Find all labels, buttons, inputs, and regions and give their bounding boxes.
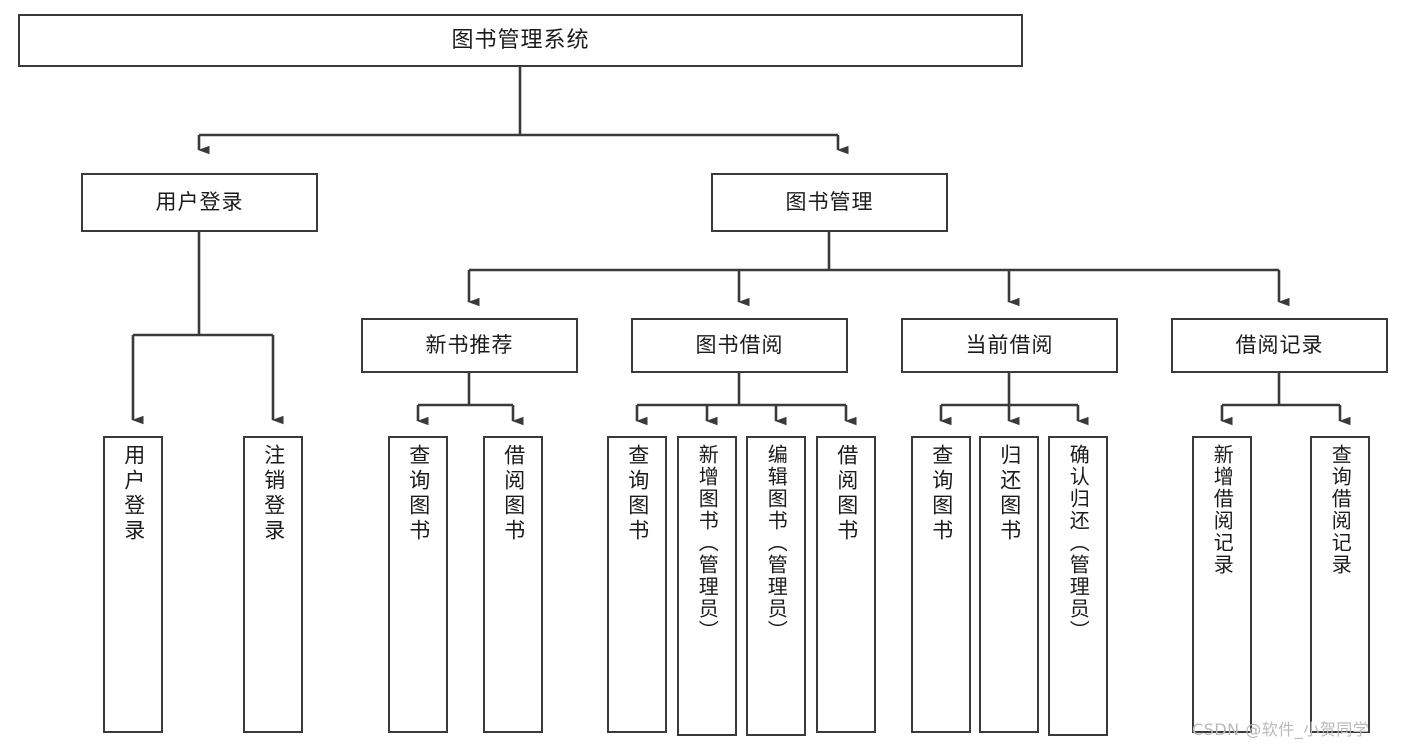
node-label: 查询图书 <box>625 444 650 544</box>
node-label: 借阅图书 <box>834 444 859 544</box>
node-label: 当前借阅 <box>965 332 1054 357</box>
node-book-borrow[interactable]: 图书借阅 <box>631 318 848 373</box>
node-label: 查询图书 <box>929 444 954 544</box>
node-label: 用户登录 <box>121 444 146 544</box>
node-label: 编辑图书（管理员） <box>764 444 789 642</box>
leaf-user-logout[interactable]: 注销登录 <box>243 436 303 733</box>
leaf-borrow-edit-book-admin[interactable]: 编辑图书（管理员） <box>746 436 806 736</box>
node-current-borrow[interactable]: 当前借阅 <box>901 318 1118 373</box>
node-label: 图书管理 <box>785 189 874 214</box>
node-new-book-recommend[interactable]: 新书推荐 <box>361 318 578 373</box>
node-label: 确认归还（管理员） <box>1066 444 1091 642</box>
node-label: 借阅图书 <box>501 444 526 544</box>
node-label: 图书管理系统 <box>451 27 590 53</box>
leaf-recommend-borrow-book[interactable]: 借阅图书 <box>483 436 543 733</box>
node-label: 新增借阅记录 <box>1210 444 1235 576</box>
leaf-current-return-book[interactable]: 归还图书 <box>979 436 1039 733</box>
node-label: 注销登录 <box>261 444 286 544</box>
node-label: 查询借阅记录 <box>1328 444 1353 576</box>
node-label: 图书借阅 <box>695 332 784 357</box>
node-root-book-management-system[interactable]: 图书管理系统 <box>18 14 1023 67</box>
node-label: 用户登录 <box>155 189 244 214</box>
leaf-current-confirm-return-admin[interactable]: 确认归还（管理员） <box>1048 436 1108 736</box>
node-label: 归还图书 <box>997 444 1022 544</box>
node-borrow-record[interactable]: 借阅记录 <box>1171 318 1388 373</box>
node-label: 查询图书 <box>406 444 431 544</box>
leaf-record-add-borrow-record[interactable]: 新增借阅记录 <box>1192 436 1252 733</box>
leaf-borrow-add-book-admin[interactable]: 新增图书（管理员） <box>677 436 737 736</box>
node-label: 新书推荐 <box>425 332 514 357</box>
leaf-current-query-book[interactable]: 查询图书 <box>911 436 971 733</box>
node-label: 借阅记录 <box>1235 332 1324 357</box>
node-label: 新增图书（管理员） <box>695 444 720 642</box>
leaf-borrow-borrow-book[interactable]: 借阅图书 <box>816 436 876 733</box>
leaf-recommend-query-book[interactable]: 查询图书 <box>388 436 448 733</box>
node-user-login[interactable]: 用户登录 <box>81 173 318 232</box>
node-book-management[interactable]: 图书管理 <box>711 173 948 232</box>
leaf-record-query-borrow-record[interactable]: 查询借阅记录 <box>1310 436 1370 733</box>
leaf-borrow-query-book[interactable]: 查询图书 <box>607 436 667 733</box>
leaf-user-login[interactable]: 用户登录 <box>103 436 163 733</box>
